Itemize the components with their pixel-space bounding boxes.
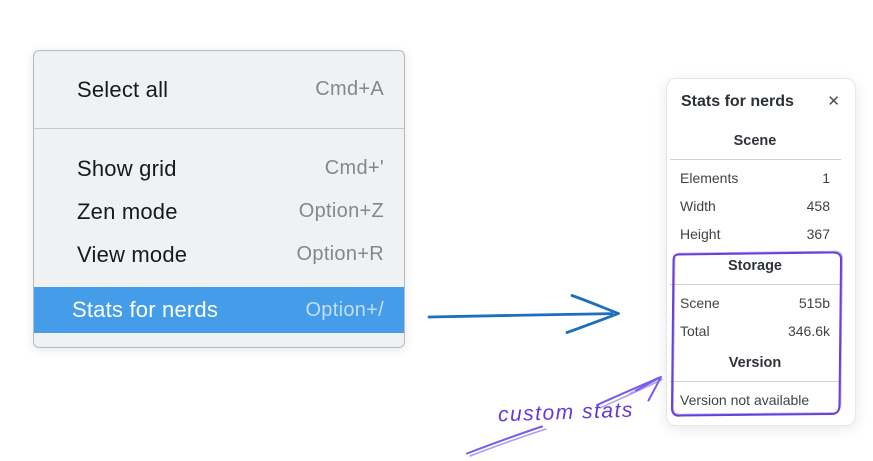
- stat-value: 346.6k: [787, 323, 830, 339]
- menu-item-zen-mode[interactable]: Zen mode Option+Z: [34, 190, 404, 233]
- stats-panel: Stats for nerds ✕ Scene Elements 1 Width…: [666, 78, 856, 426]
- stat-row-total-storage: Total 346.6k: [680, 317, 830, 345]
- stat-label: Width: [680, 198, 716, 214]
- stat-row-elements: Elements 1: [680, 164, 830, 192]
- stat-value: 515b: [798, 295, 830, 311]
- section-heading-scene: Scene: [733, 133, 777, 149]
- close-icon[interactable]: ✕: [827, 93, 840, 110]
- blue-arrow: [427, 294, 620, 334]
- menu-item-label: Zen mode: [77, 198, 178, 224]
- menu-item-shortcut: Cmd+A: [315, 78, 384, 100]
- menu-item-view-mode[interactable]: View mode Option+R: [34, 233, 404, 276]
- version-note: Version not available: [680, 392, 810, 408]
- stat-row-scene-storage: Scene 515b: [680, 289, 830, 317]
- menu-item-label: Stats for nerds: [72, 297, 219, 322]
- stat-label: Height: [680, 226, 721, 242]
- menu-item-label: View mode: [77, 241, 188, 267]
- section-heading-version: Version: [728, 355, 782, 371]
- stat-label: Elements: [680, 170, 739, 186]
- stat-value: 458: [806, 198, 830, 214]
- stats-panel-content: Scene Elements 1 Width 458 Height 367 St…: [667, 132, 855, 414]
- menu-section-bottom: Show grid Cmd+' Zen mode Option+Z View m…: [34, 129, 404, 333]
- menu-spacer: [34, 276, 404, 287]
- stats-panel-header: Stats for nerds ✕: [667, 79, 855, 111]
- menu-item-show-grid[interactable]: Show grid Cmd+': [34, 147, 404, 190]
- menu-section-top: Select all Cmd+A: [34, 51, 404, 128]
- menu-item-label: Select all: [77, 76, 169, 102]
- section-divider: [670, 159, 841, 160]
- stat-row-width: Width 458: [680, 192, 830, 220]
- custom-stats-annotation: custom stats: [497, 398, 635, 427]
- stat-value: 1: [822, 170, 830, 186]
- menu-item-shortcut: Option+Z: [298, 200, 384, 222]
- menu-item-shortcut: Option+R: [296, 243, 384, 265]
- menu-item-label: Show grid: [77, 155, 177, 181]
- stat-value: 367: [806, 226, 830, 242]
- menu-item-shortcut: Cmd+': [324, 157, 384, 179]
- stat-label: Scene: [680, 295, 720, 311]
- menu-divider: [34, 128, 404, 129]
- context-menu: Select all Cmd+A Show grid Cmd+' Zen mod…: [33, 50, 405, 348]
- menu-item-select-all[interactable]: Select all Cmd+A: [34, 51, 404, 128]
- section-divider: [670, 381, 841, 382]
- stat-row-height: Height 367: [680, 220, 830, 248]
- section-divider: [670, 284, 841, 285]
- stats-panel-title: Stats for nerds: [681, 93, 794, 110]
- menu-item-shortcut: Option+/: [305, 298, 384, 321]
- section-heading-storage: Storage: [728, 258, 782, 274]
- stat-label: Total: [680, 323, 710, 339]
- menu-item-stats-for-nerds[interactable]: Stats for nerds Option+/: [34, 287, 404, 333]
